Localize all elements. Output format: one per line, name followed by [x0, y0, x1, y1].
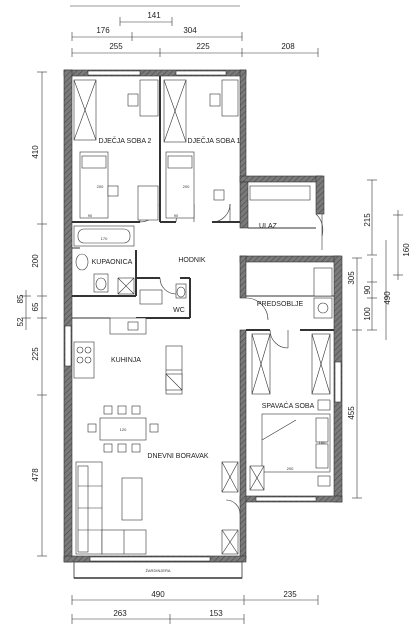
bed1-depth: 90 [174, 213, 179, 218]
bed2-depth: 90 [88, 213, 93, 218]
dim-bottom-490: 490 [151, 590, 165, 599]
room-label-living-room: DNEVNI BORAVAK [147, 453, 209, 460]
dim-left-52: 52 [16, 317, 25, 326]
room-label-zardinjera: ŽARDINJERA [145, 568, 170, 573]
furniture-living-room [75, 405, 241, 555]
room-label-hallway: HODNIK [178, 257, 206, 264]
windows [64, 70, 342, 562]
bed1-width: 200 [183, 184, 190, 189]
dim-right-215: 215 [363, 213, 372, 227]
dim-top-141: 141 [147, 11, 161, 20]
dim-left-200: 200 [31, 254, 40, 268]
left-dimensions [21, 71, 47, 557]
dim-right-305: 305 [347, 271, 356, 285]
dim-right-490: 490 [383, 291, 392, 305]
dim-bottom-263: 263 [113, 609, 127, 618]
bed2-width: 200 [97, 184, 104, 189]
bath-size: 170 [101, 236, 108, 241]
furniture-child-room-2 [73, 79, 159, 221]
room-label-bathroom: KUPAONICA [92, 259, 133, 266]
room-label-wc: WC [173, 307, 185, 314]
furniture-entry [249, 185, 333, 319]
room-label-child-room-2: DJEČJA SOBA 2 [99, 136, 152, 145]
furniture-kitchen [73, 317, 183, 395]
room-label-bedroom: SPAVAĆA SOBA [262, 401, 315, 410]
dim-top-176: 176 [96, 26, 110, 35]
room-label-entrance: ULAZ [259, 223, 278, 230]
dim-left-410: 410 [31, 145, 40, 159]
dim-left-65: 65 [31, 302, 40, 311]
dim-left-85: 85 [16, 294, 25, 303]
dim-bottom-153: 153 [209, 609, 223, 618]
furniture-master-bedroom [249, 333, 331, 491]
dim-top-208: 208 [281, 42, 295, 51]
dim-left-225: 225 [31, 347, 40, 361]
dim-top-225: 225 [196, 42, 210, 51]
furniture-child-room-1 [163, 79, 239, 219]
dim-bottom-235: 235 [283, 590, 297, 599]
bottom-dimensions [71, 595, 319, 624]
top-dimensions [70, 5, 319, 57]
dim-top-255: 255 [109, 42, 123, 51]
room-label-child-room-1: DJEČJA SOBA 1 [188, 136, 241, 145]
furniture-wc [139, 283, 187, 305]
doors [139, 203, 324, 349]
dim-right-160: 160 [402, 243, 411, 257]
dim-left-478: 478 [31, 468, 40, 482]
dim-right-455: 455 [347, 406, 356, 420]
dim-right-100: 100 [363, 307, 372, 321]
master-bed-length: 200 [287, 466, 294, 471]
interior-walls [72, 76, 334, 331]
balcony [73, 561, 243, 579]
room-label-kitchen: KUHINJA [111, 357, 141, 364]
dim-right-90: 90 [363, 285, 372, 294]
room-label-lobby: PREDSOBLJE [257, 301, 304, 308]
dim-top-304: 304 [183, 26, 197, 35]
master-bed-width: 160 [319, 440, 326, 445]
right-dimensions [352, 179, 403, 499]
furniture-bathroom [73, 225, 135, 295]
dining-table-size: 120 [120, 427, 127, 432]
